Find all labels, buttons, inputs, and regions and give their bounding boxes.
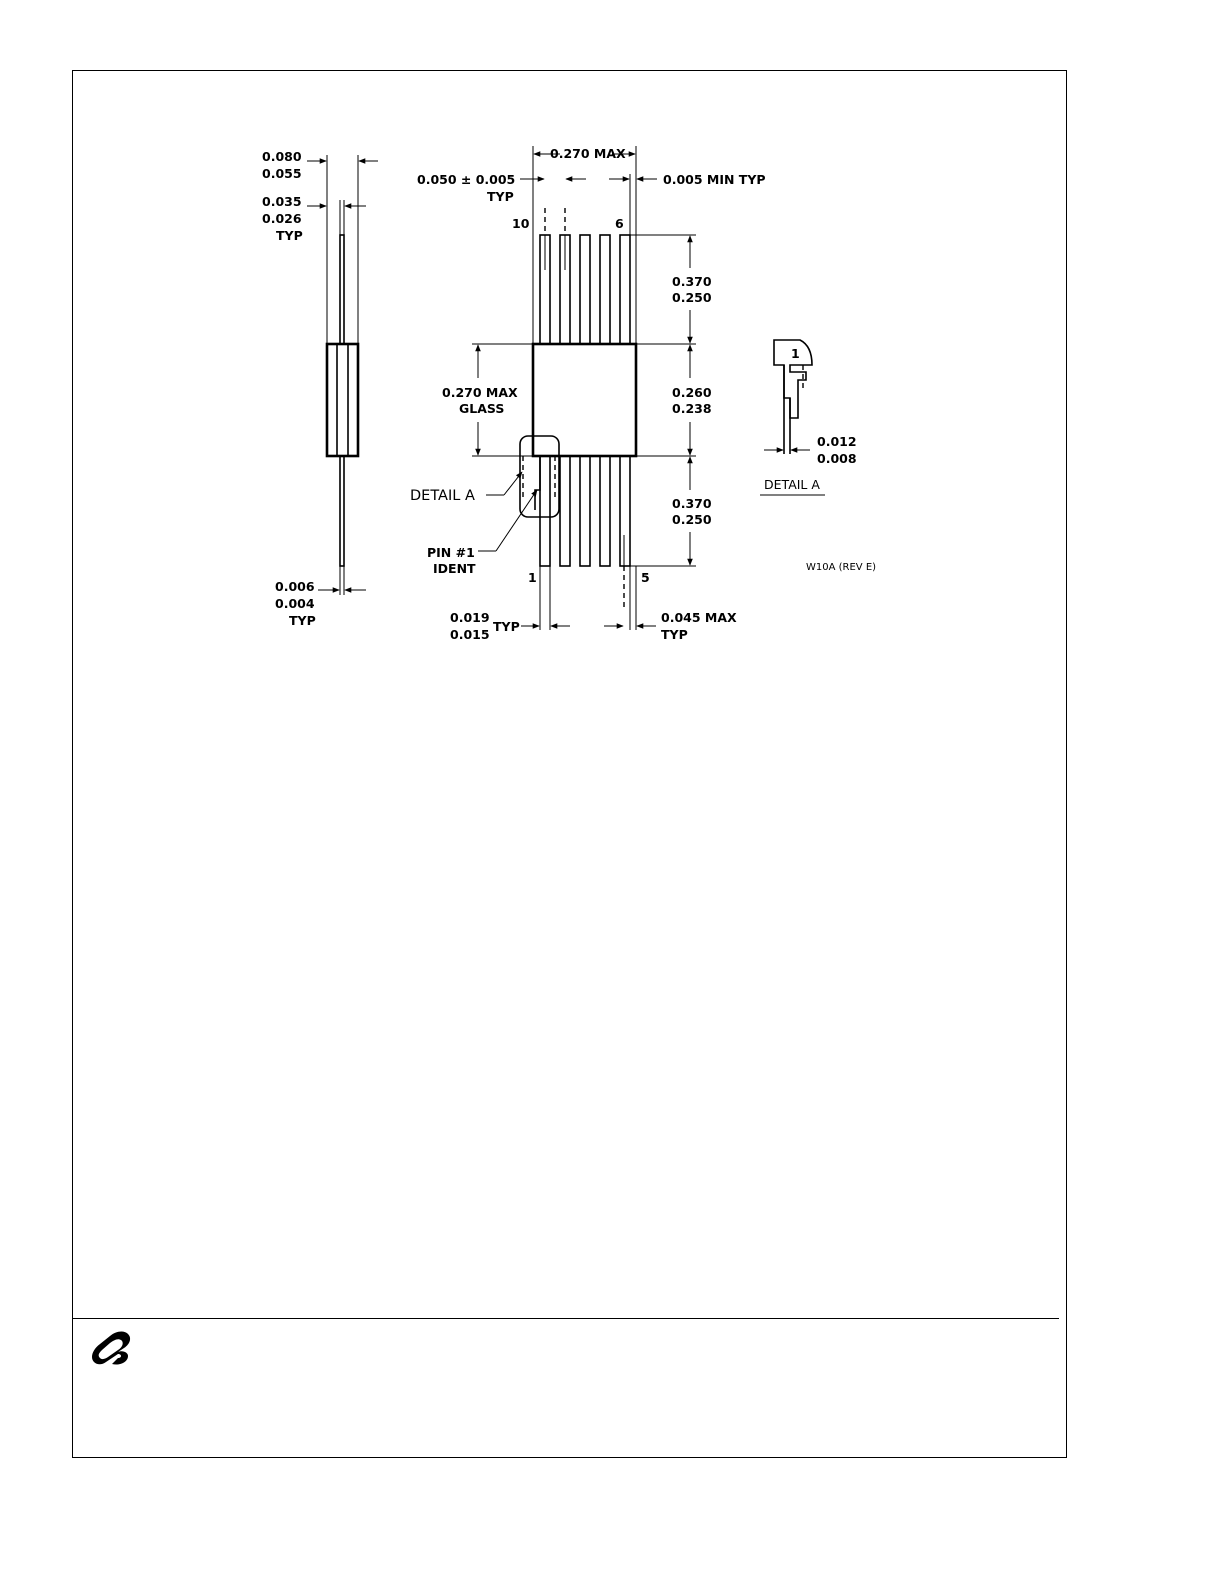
national-semiconductor-logo-icon [92,1331,131,1365]
lead-pin-1 [539,455,551,567]
lead-pin-2 [559,455,571,567]
lead-pin-4 [599,455,611,567]
dim-lead-width-min: 0.015 [450,627,490,642]
detail-a-callout: DETAIL A [410,488,475,504]
pin-label-10: 10 [512,216,530,231]
lead-pin-8 [579,234,591,345]
dim-lead-offset-min: 0.026 [262,211,302,226]
detail-a-title: DETAIL A [764,477,820,492]
dim-lead-thickness-min: 0.004 [275,596,315,611]
dim-lead-length-top-max: 0.370 [672,274,712,289]
dim-body-thickness-min: 0.055 [262,166,302,181]
pin-label-1: 1 [528,570,537,585]
dim-body-length-min: 0.238 [672,401,712,416]
lead-pin-5 [619,455,631,567]
dim-lead-thickness-typ: TYP [289,613,316,628]
dim-lead-offset-max: 0.035 [262,194,302,209]
top-view: 0.270 MAX 0.050 ± 0.005 TYP 0.005 MIN TY… [410,146,766,642]
dim-body-thickness-max: 0.080 [262,149,302,164]
footer-rule [72,1318,1059,1319]
detail-dim-step-max: 0.012 [817,434,857,449]
side-lead-bottom [339,455,345,567]
pin-ident-line2: IDENT [433,561,476,576]
dim-glass-label: GLASS [459,401,504,416]
detail-pin-number: 1 [791,346,800,361]
dim-pitch-typ: TYP [487,189,514,204]
side-body [325,342,360,458]
dim-body-width: 0.270 MAX [550,146,626,161]
dim-lead-length-top-min: 0.250 [672,290,712,305]
dim-pitch: 0.050 ± 0.005 [417,172,515,187]
page-frame [72,70,1067,1458]
package-body [531,342,638,458]
dim-lead-width-typ: TYP [493,619,520,634]
detail-dim-step-min: 0.008 [817,451,857,466]
pin-ident-line1: PIN #1 [427,545,475,560]
dim-end-lead-typ: TYP [661,627,688,642]
dim-lead-thickness-max: 0.006 [275,579,315,594]
dim-lead-gap: 0.005 MIN TYP [663,172,766,187]
dim-lead-length-bottom-min: 0.250 [672,512,712,527]
dim-body-length-max: 0.260 [672,385,712,400]
dim-glass-max: 0.270 MAX [442,385,518,400]
detail-a-view: 1 0.012 0.008 DETAIL A W10A (REV E) [760,339,876,573]
pin-label-5: 5 [641,570,650,585]
side-lead-top [339,234,345,345]
lead-pin-7 [599,234,611,345]
dim-end-lead-max: 0.045 MAX [661,610,737,625]
lead-pin-3 [579,455,591,567]
side-view: 0.080 0.055 0.035 0.026 TYP 0.006 0.004 … [262,149,378,628]
lead-pin-6 [619,234,631,345]
dim-lead-width-max: 0.019 [450,610,490,625]
drawing-id: W10A (REV E) [806,562,876,573]
dim-lead-length-bottom-max: 0.370 [672,496,712,511]
dim-lead-offset-typ: TYP [276,228,303,243]
pin-label-6: 6 [615,216,624,231]
detail-lead-shape [773,339,813,419]
